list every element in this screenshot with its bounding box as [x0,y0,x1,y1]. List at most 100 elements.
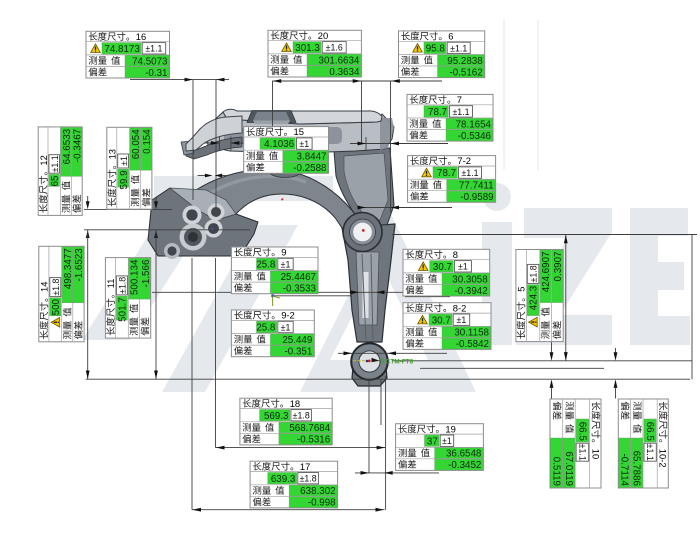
svg-text:301.6634: 301.6634 [319,55,360,66]
svg-text:30.3058: 30.3058 [452,274,488,285]
svg-text:±1.1: ±1.1 [450,43,467,53]
svg-text:0.3634: 0.3634 [329,67,360,78]
svg-text:±1.8: ±1.8 [51,278,61,295]
svg-text:9-2: 9-2 [281,310,295,321]
svg-text:66.5: 66.5 [576,422,587,442]
svg-text:10-2: 10-2 [658,449,669,468]
svg-text:14: 14 [38,282,49,292]
svg-text:±1: ±1 [281,322,291,332]
svg-text:8: 8 [453,249,458,260]
svg-text:-0.5316: -0.5316 [297,435,331,446]
svg-text:500: 500 [51,298,62,315]
svg-text:0.5119: 0.5119 [550,457,561,486]
svg-text:67.0119: 67.0119 [563,451,574,486]
svg-text:569.3: 569.3 [264,411,289,422]
svg-text:77.7411: 77.7411 [459,181,494,192]
svg-text:±1.1: ±1.1 [461,168,478,178]
svg-text:25.8: 25.8 [256,260,276,271]
svg-text:11: 11 [105,279,116,289]
svg-text:95.2838: 95.2838 [447,56,483,67]
svg-text:±1.8: ±1.8 [300,474,317,484]
svg-text:-1.566: -1.566 [141,259,152,287]
svg-text:10: 10 [590,449,601,459]
svg-text:±1: ±1 [281,259,291,269]
svg-text:13: 13 [106,149,117,159]
svg-text:65: 65 [50,175,61,186]
svg-text:-0.3452: -0.3452 [448,460,481,471]
svg-text:60.054: 60.054 [131,129,142,160]
svg-text:±1.1: ±1.1 [145,44,162,54]
svg-text:17: 17 [300,461,310,472]
svg-text:±1: ±1 [458,262,468,272]
svg-text:19: 19 [445,423,455,434]
svg-text:639.3: 639.3 [271,474,296,485]
svg-text:5: 5 [516,287,527,292]
svg-text:36.6548: 36.6548 [446,449,482,460]
svg-text:64.6533: 64.6533 [62,128,73,164]
svg-text:0.154: 0.154 [142,129,153,154]
svg-text:59.9: 59.9 [119,170,130,189]
svg-text:±1.8: ±1.8 [528,265,538,282]
svg-text:±1: ±1 [119,156,129,166]
svg-text:±1.6: ±1.6 [326,43,343,53]
svg-text:-0.5346: -0.5346 [458,131,492,142]
svg-text:18: 18 [290,398,300,409]
svg-text:66.5: 66.5 [644,422,655,442]
svg-text:301.3: 301.3 [295,43,320,54]
svg-text:74.8173: 74.8173 [104,44,140,55]
svg-text:8-2: 8-2 [453,302,467,313]
svg-text:16: 16 [136,31,146,42]
svg-text:9: 9 [281,247,286,258]
svg-text:95.8: 95.8 [426,44,446,55]
svg-text:±1.8: ±1.8 [293,411,310,421]
svg-text:65.7886: 65.7886 [631,451,642,487]
svg-text:498.3477: 498.3477 [63,248,74,289]
svg-text:74.5073: 74.5073 [132,56,168,67]
svg-text:568.7684: 568.7684 [289,423,330,434]
svg-text:-0.998: -0.998 [308,498,336,509]
svg-text:±1: ±1 [457,315,467,325]
svg-text:±1: ±1 [442,436,452,446]
svg-text:3.8447: 3.8447 [297,152,327,163]
svg-text:424.6907: 424.6907 [541,252,552,293]
svg-text:15: 15 [294,126,304,137]
svg-text:20: 20 [318,30,328,41]
svg-text:37: 37 [427,436,438,447]
svg-text:-0.3467: -0.3467 [73,129,84,162]
svg-text:12: 12 [38,155,49,165]
svg-text:-0.3533: -0.3533 [283,284,317,295]
svg-text:-0.5842: -0.5842 [456,339,489,350]
svg-text:638.302: 638.302 [300,486,335,497]
svg-text:-0.31: -0.31 [145,68,167,79]
svg-text:-0.351: -0.351 [285,347,313,358]
svg-text:CTM-FT8: CTM-FT8 [386,358,414,365]
svg-text:6: 6 [448,31,453,42]
svg-text:-1.6523: -1.6523 [74,248,85,282]
svg-text:-0.7114: -0.7114 [618,454,629,487]
svg-text:-0.9589: -0.9589 [460,192,493,203]
svg-text:30.7: 30.7 [432,315,451,326]
svg-text:501.7: 501.7 [118,297,129,322]
svg-text:±1.1: ±1.1 [645,444,655,461]
svg-text:424.3: 424.3 [529,285,540,310]
svg-text:7: 7 [457,94,462,105]
svg-text:-0.2588: -0.2588 [293,163,327,174]
svg-text:25.449: 25.449 [282,335,312,346]
svg-text:4.1036: 4.1036 [264,139,295,150]
svg-text:±1.1: ±1.1 [50,155,60,172]
svg-text:0.3907: 0.3907 [553,252,564,282]
svg-text:±1.8: ±1.8 [118,277,128,294]
svg-text:±1: ±1 [299,139,309,149]
svg-text:25.4467: 25.4467 [281,272,316,283]
svg-text:±1.1: ±1.1 [578,444,588,461]
svg-text:25.8: 25.8 [256,323,276,334]
svg-text:30.1158: 30.1158 [454,328,489,339]
svg-text:-0.3942: -0.3942 [454,286,487,297]
svg-text:78.1654: 78.1654 [456,119,492,130]
svg-text:30.7: 30.7 [433,262,452,273]
svg-text:-0.5162: -0.5162 [449,67,482,78]
svg-text:7-2: 7-2 [457,155,471,166]
svg-text:78.7: 78.7 [428,107,447,118]
svg-text:78.7: 78.7 [437,168,456,179]
svg-text:500.134: 500.134 [130,259,141,295]
